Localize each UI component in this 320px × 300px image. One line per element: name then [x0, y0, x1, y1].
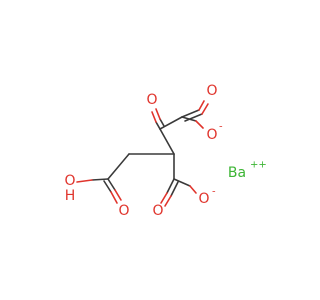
bond-mid-carboxyl-single-c	[173, 178, 191, 187]
bond-top-carboxyl-single-c	[181, 116, 197, 122]
bond-keto-double-a-c	[155, 121, 161, 130]
bond-acid-double-a-o	[114, 189, 122, 201]
atom-top-carboxylate-oxygen-double: O	[206, 83, 217, 99]
bond-ch2-cacid	[107, 153, 130, 180]
atom-top-carboxylate-oxygen-single: O	[206, 127, 217, 143]
bond-mid-carboxyl-double-a-c	[166, 178, 175, 194]
bond-acid-double-a-c	[107, 178, 116, 191]
chemical-structure: O O O - O O - O O H Ba ++	[64, 83, 267, 219]
bond-top-carboxyl-double-b-o	[201, 103, 209, 115]
mid-carboxylate-charge: -	[212, 187, 216, 198]
bond-keto-double-a-o	[151, 111, 157, 123]
bond-top-carboxyl-double-b-c	[184, 113, 203, 122]
barium-charge: ++	[250, 160, 267, 171]
bond-mid-carboxyl-double-a-o	[160, 192, 168, 204]
bond-mid-carboxyl-double-b-c	[170, 181, 179, 197]
bond-mid-carboxyl-single-o	[189, 185, 197, 194]
bond-ccarbonyl-ccarboxyl-top	[159, 116, 183, 130]
atom-mid-carboxylate-oxygen-single: O	[198, 191, 209, 207]
bond-mid-carboxyl-double-b-o	[164, 195, 172, 207]
bond-acid-double-b-c	[103, 180, 112, 193]
bond-keto-double-b-o	[155, 108, 161, 120]
atom-acid-oxygen-hydroxyl: O	[64, 173, 75, 189]
bond-top-carboxyl-single-o	[195, 120, 204, 129]
bond-acid-single-c	[91, 178, 109, 181]
bond-acid-single-o	[76, 179, 93, 183]
bond-keto-double-b-c	[159, 118, 165, 127]
atom-keto-oxygen: O	[146, 92, 157, 108]
atom-acid-oxygen-double: O	[118, 203, 129, 219]
atom-acid-hydrogen: H	[65, 188, 76, 204]
bond-top-carboxyl-double-a-c	[181, 109, 200, 118]
bond-acid-double-b-o	[110, 191, 118, 204]
atom-mid-carboxylate-oxygen-double: O	[152, 203, 163, 219]
top-carboxylate-charge: -	[219, 122, 223, 133]
bond-ch-ccarbonyl	[159, 128, 175, 155]
barium-ion: Ba	[228, 165, 246, 181]
bond-top-carboxyl-double-a-o	[198, 100, 205, 111]
